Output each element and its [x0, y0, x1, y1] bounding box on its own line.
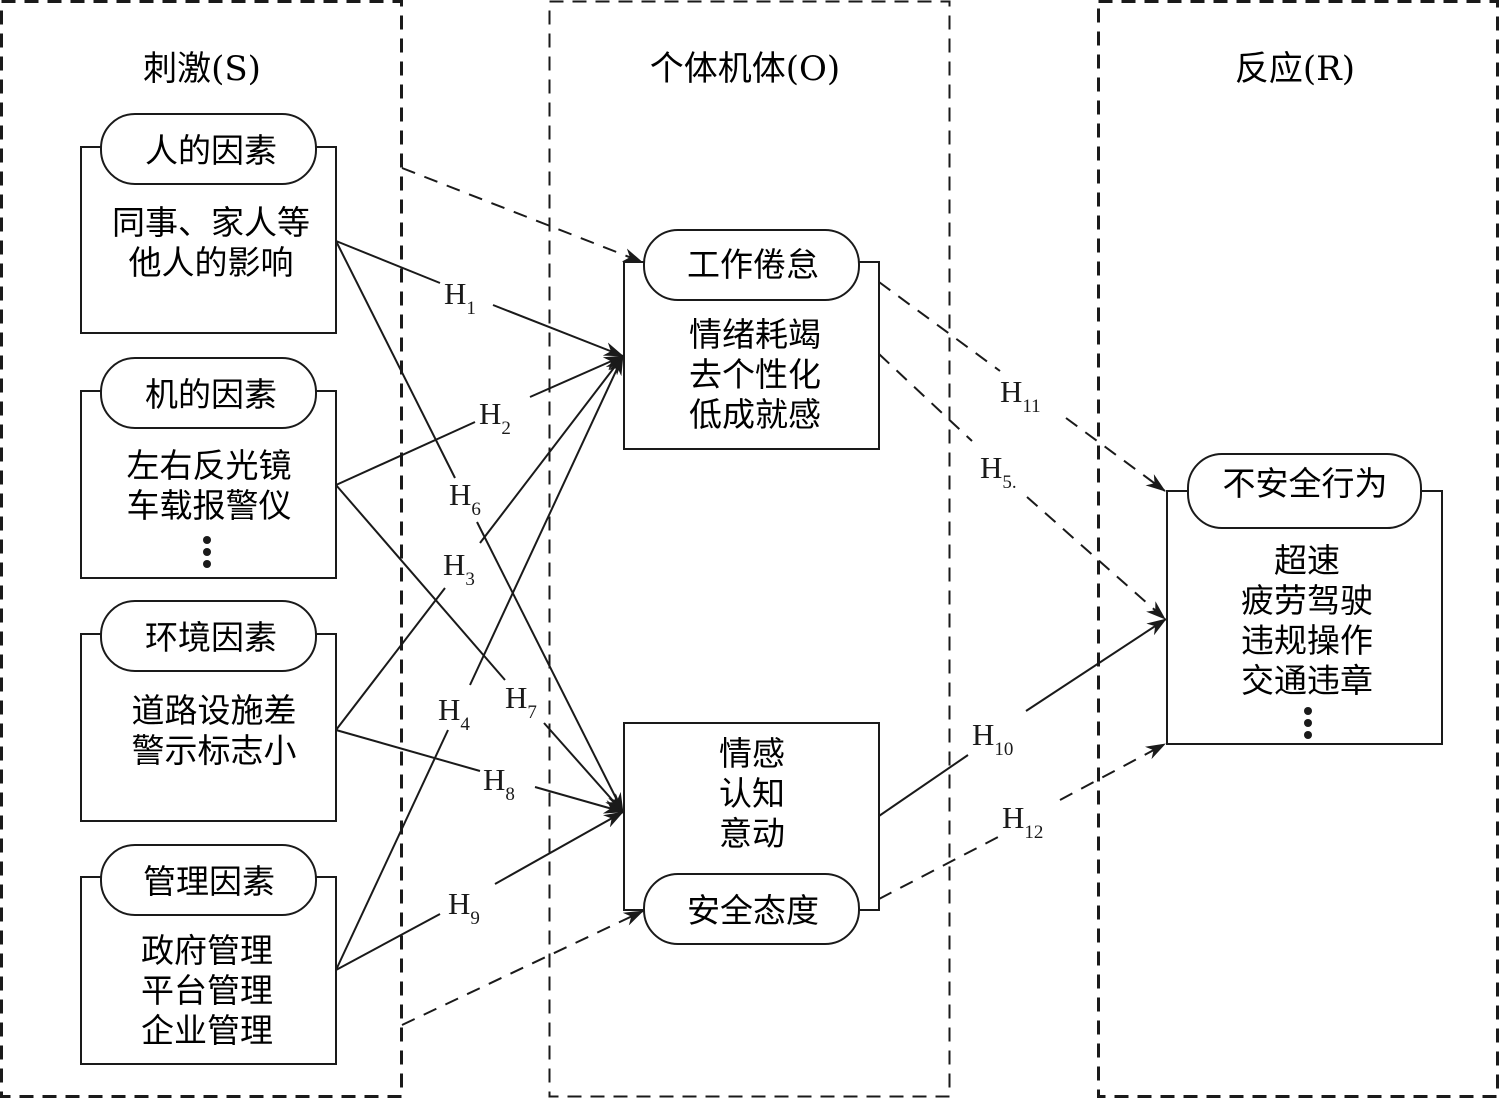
- arrow-h11: [1065, 417, 1166, 492]
- panel-organism: [548, 0, 951, 1098]
- organism-header-attitude: 安全态度: [687, 891, 819, 930]
- organism-line: 情绪耗竭: [689, 315, 821, 354]
- arrow-stimulus-to-attitude: [401, 910, 644, 1026]
- path-h4-segment: [335, 729, 449, 971]
- arrow-h5: [1026, 496, 1166, 620]
- hypothesis-label-h6: H6: [449, 477, 481, 520]
- stimulus-header-environment: 环境因素: [145, 618, 277, 657]
- hypothesis-label-h3: H3: [443, 547, 475, 590]
- hypothesis-label-h2: H2: [479, 396, 511, 439]
- path-h7-segment: [335, 484, 506, 681]
- stimulus-header-machine: 机的因素: [145, 375, 277, 414]
- path-h12-segment: [878, 835, 1001, 900]
- stimulus-pill-human: [100, 113, 317, 185]
- path-h1-segment: [335, 240, 441, 284]
- response-line: 疲劳驾驶: [1241, 581, 1373, 620]
- panel-title-response: 反应(R): [1235, 49, 1355, 89]
- path-h5-segment: [878, 353, 973, 442]
- response-line: 交通违章: [1241, 661, 1373, 700]
- stimulus-pill-management: [100, 844, 317, 916]
- stimulus-line: 政府管理: [141, 931, 273, 970]
- hypothesis-label-h1: H1: [444, 276, 476, 319]
- arrow-h9: [494, 811, 624, 885]
- hypothesis-label-h11: H11: [1000, 374, 1041, 417]
- path-h11-segment: [878, 281, 1001, 372]
- stimulus-line: 警示标志小: [132, 731, 297, 770]
- hypothesis-label-h5: H5.: [980, 450, 1017, 493]
- stimulus-header-human: 人的因素: [145, 131, 277, 170]
- arrow-h10: [1025, 618, 1167, 712]
- organism-line: 认知: [719, 774, 785, 813]
- stimulus-line: 车载报警仪: [127, 486, 292, 525]
- organism-header-burnout: 工作倦怠: [687, 245, 819, 284]
- stimulus-header-management: 管理因素: [143, 862, 275, 901]
- hypothesis-label-h10: H10: [972, 717, 1013, 760]
- panel-title-stimulus: 刺激(S): [143, 49, 261, 89]
- path-h6-segment: [335, 240, 456, 479]
- arrow-h2: [529, 355, 624, 398]
- hypothesis-label-h7: H7: [505, 680, 537, 723]
- arrow-h3: [479, 355, 624, 544]
- stimulus-line: 左右反光镜: [127, 446, 292, 485]
- stimulus-line: 同事、家人等: [112, 203, 310, 242]
- arrow-stimulus-to-burnout: [401, 167, 643, 263]
- arrow-h6: [476, 521, 624, 813]
- response-line: 超速: [1274, 541, 1340, 580]
- hypothesis-label-h4: H4: [438, 692, 470, 735]
- panel-response: [1097, 0, 1499, 1098]
- path-h8-segment: [335, 729, 481, 772]
- hypothesis-label-h9: H9: [448, 886, 480, 929]
- arrow-h1: [492, 304, 624, 357]
- response-line: 违规操作: [1241, 621, 1373, 660]
- arrow-h12: [1059, 743, 1166, 801]
- response-box-unsafe-behavior: [1166, 490, 1443, 745]
- stimulus-line: 企业管理: [141, 1011, 273, 1050]
- hypothesis-label-h12: H12: [1002, 800, 1043, 843]
- path-h10-segment: [878, 754, 969, 817]
- stimulus-pill-environment: [100, 600, 317, 672]
- organism-line: 低成就感: [689, 395, 821, 434]
- stimulus-line: 他人的影响: [129, 243, 294, 282]
- path-h3-segment: [335, 587, 446, 731]
- arrow-h4: [469, 355, 624, 686]
- arrow-h8: [534, 786, 624, 814]
- path-h9-segment: [335, 913, 441, 971]
- panel-stimulus: [0, 0, 403, 1098]
- stimulus-line: 道路设施差: [132, 691, 297, 730]
- hypothesis-label-h8: H8: [483, 762, 515, 805]
- response-header: 不安全行为: [1223, 464, 1388, 503]
- path-h2-segment: [335, 421, 476, 486]
- arrow-h7: [543, 722, 624, 813]
- ellipsis-icon: [203, 536, 211, 568]
- stimulus-pill-machine: [100, 357, 317, 429]
- response-pill-unsafe-behavior: [1187, 453, 1422, 529]
- panel-title-organism: 个体机体(O): [650, 49, 840, 89]
- organism-pill-attitude: [643, 873, 860, 945]
- stimulus-line: 平台管理: [141, 971, 273, 1010]
- organism-line: 意动: [719, 814, 785, 853]
- organism-line: 去个性化: [689, 355, 821, 394]
- organism-line: 情感: [719, 734, 785, 773]
- organism-pill-burnout: [643, 229, 860, 301]
- ellipsis-icon: [1304, 707, 1312, 739]
